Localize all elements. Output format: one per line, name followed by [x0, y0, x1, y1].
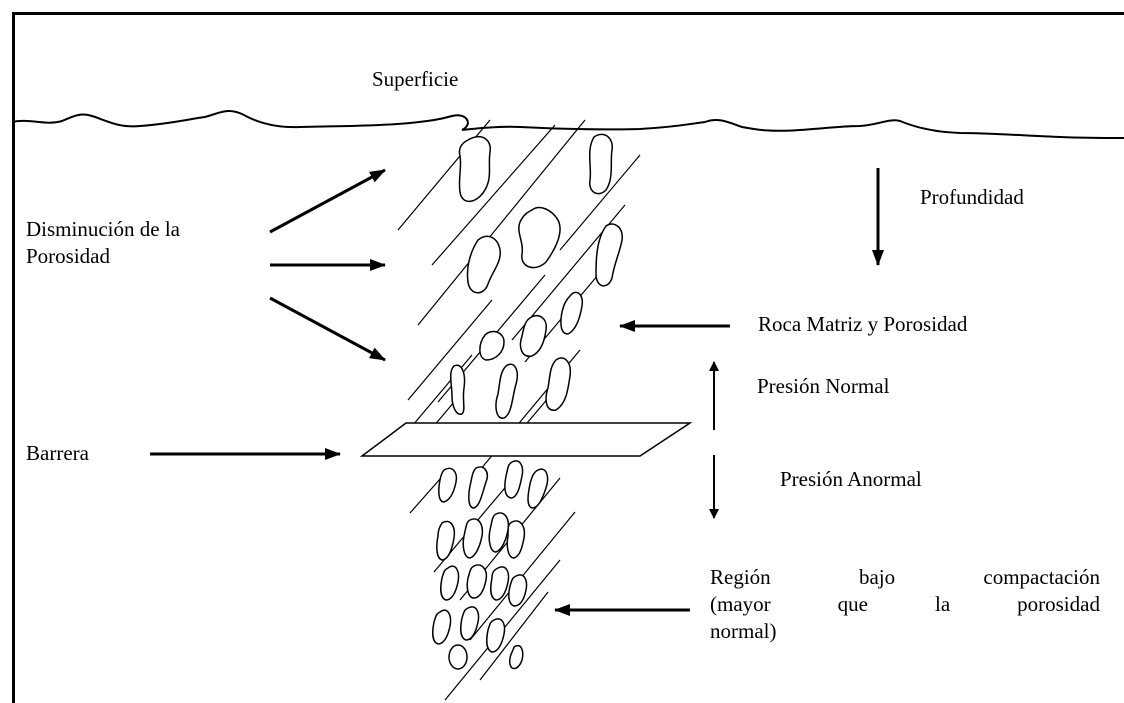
abnormal-pressure-label: Presión Anormal — [780, 466, 922, 493]
surface-line — [12, 111, 1124, 138]
region-word: bajo — [859, 564, 895, 591]
compaction-region-label: Región bajo compactación (mayor que la p… — [710, 564, 1100, 645]
compaction-pores — [433, 461, 548, 669]
region-word: normal) — [710, 619, 776, 643]
arrow-porosity-1 — [270, 170, 385, 232]
barrier-shape — [362, 423, 690, 456]
arrow-porosity-3 — [270, 298, 385, 360]
region-word: Región — [710, 564, 771, 591]
region-word: la — [935, 591, 950, 618]
region-word: compactación — [983, 564, 1100, 591]
barrier-label: Barrera — [26, 440, 89, 467]
depth-label: Profundidad — [920, 184, 1024, 211]
surface-label: Superficie — [372, 66, 458, 93]
region-word: (mayor — [710, 591, 771, 618]
matrix-rock-label: Roca Matriz y Porosidad — [758, 311, 967, 338]
region-label-row2: (mayor que la porosidad — [710, 591, 1100, 618]
region-label-row3: normal) — [710, 618, 1100, 645]
porosity-decrease-label-line2: Porosidad — [26, 243, 110, 270]
normal-pressure-label: Presión Normal — [757, 373, 889, 400]
porosity-decrease-label-line1: Disminución de la — [26, 216, 180, 243]
matrix-pores — [451, 134, 623, 418]
region-label-row1: Región bajo compactación — [710, 564, 1100, 591]
region-word: porosidad — [1017, 591, 1100, 618]
region-word: que — [838, 591, 868, 618]
